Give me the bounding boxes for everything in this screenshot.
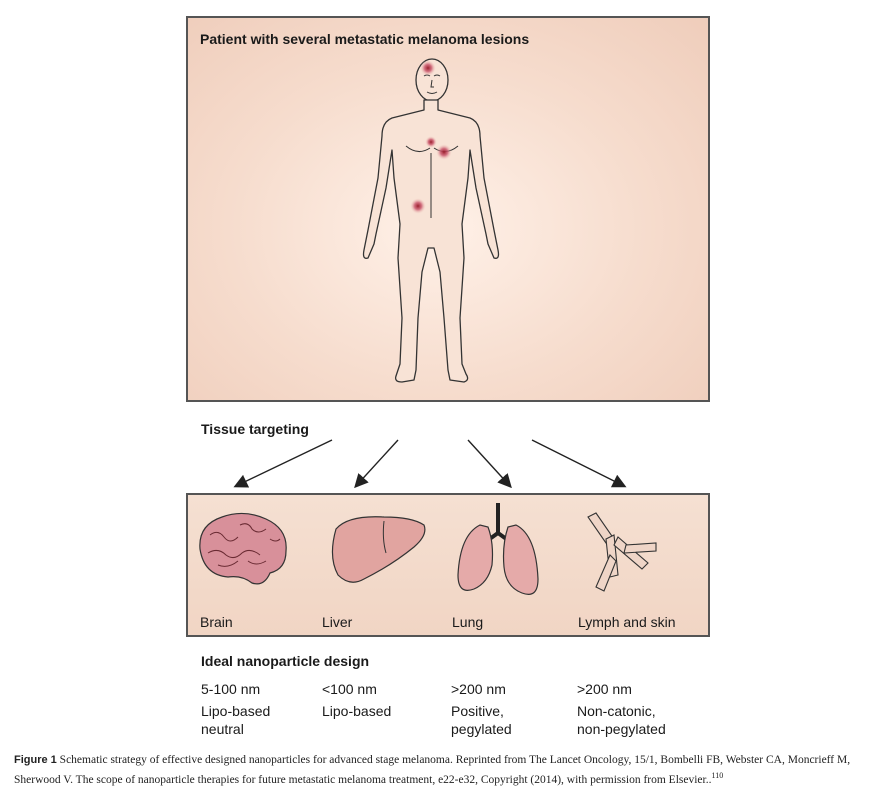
patient-panel-title: Patient with several metastatic melanoma… [200,31,530,47]
arrow-to-liver [354,439,399,489]
lesion-head [420,60,436,76]
liver-icon [331,516,426,583]
design-size: >200 nm [577,681,632,697]
design-line1: Lipo-based [322,703,392,719]
tissue-targeting-label: Tissue targeting [201,421,309,437]
design-size: >200 nm [451,681,506,697]
lymph-vessel-icon [587,512,657,592]
caption-label: Figure 1 [14,754,57,766]
lesion-chest-1 [425,136,437,148]
organ-label-lung: Lung [452,614,484,630]
caption-ref: 110 [711,771,724,780]
design-col-liver: <100 nm Lipo-based [322,680,391,720]
design-title: Ideal nanoparticle design [201,653,370,669]
figure-caption: Figure 1 Schematic strategy of effective… [14,752,864,788]
design-line1: Positive, [451,703,504,719]
design-size: <100 nm [322,681,377,697]
organ-label-liver: Liver [322,614,353,630]
design-col-brain: 5-100 nm Lipo-based neutral [201,680,270,738]
arrow-to-lung [467,439,512,489]
patient-panel: Patient with several metastatic melanoma… [186,16,710,402]
design-line1: Non-catonic, [577,703,656,719]
lung-icon [457,503,539,595]
brain-icon [199,512,287,585]
lesion-abdomen [410,198,426,214]
human-figure-illustration [362,58,500,383]
design-line1: Lipo-based [201,703,271,719]
design-line2: pegylated [451,721,512,737]
organ-illustrations [199,503,657,595]
arrow-to-lymph [531,439,627,488]
design-col-lymph: >200 nm Non-catonic, non-pegylated [577,680,666,738]
organ-label-brain: Brain [200,614,233,630]
design-line2: non-pegylated [577,721,666,737]
caption-text: Schematic strategy of effective designed… [14,754,851,786]
arrow-to-brain [233,439,333,488]
organ-label-lymph-skin: Lymph and skin [578,614,676,630]
design-size: 5-100 nm [201,681,261,697]
lesion-chest-2 [436,144,452,160]
organ-panel: Brain Liver Lung Lymph and skin [186,493,710,637]
design-line2: neutral [201,721,244,737]
design-col-lung: >200 nm Positive, pegylated [451,680,512,738]
